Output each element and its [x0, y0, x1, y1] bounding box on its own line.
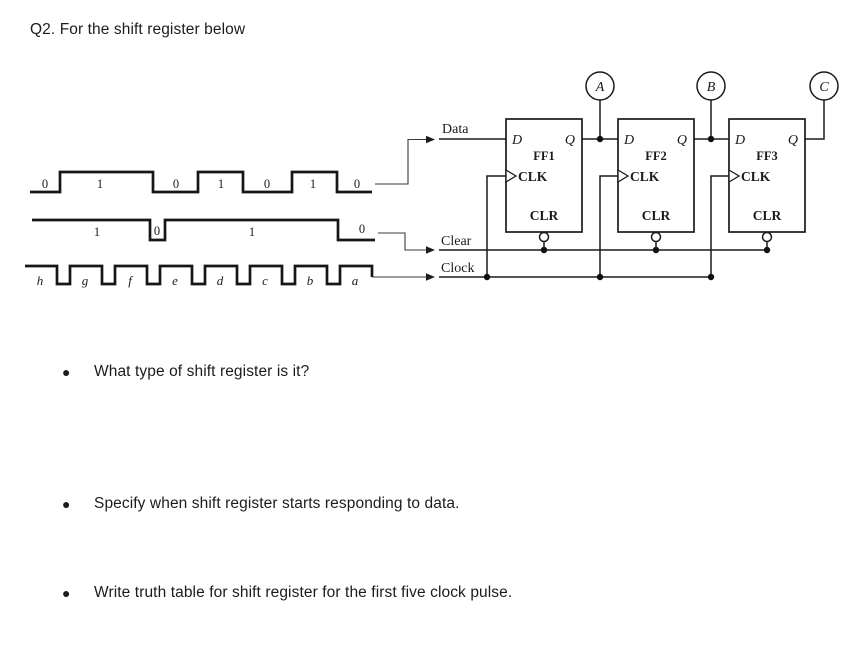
ff3-clk-label: CLK [741, 169, 771, 184]
clock-arrowhead [426, 273, 435, 281]
bullet-dot-icon: ● [62, 364, 71, 380]
ff1-clk-label: CLK [518, 169, 548, 184]
output-c-label: C [819, 80, 829, 95]
clock-pulse-label: g [82, 273, 89, 288]
clock-pulse-label: c [262, 273, 268, 288]
clock-pulse-label: e [172, 273, 178, 288]
ff2-name-label: FF2 [645, 149, 667, 163]
junction-dot [707, 135, 715, 143]
ff1-clr-bubble [538, 231, 550, 243]
data-bit-label: 0 [173, 177, 179, 191]
clear-bit-label: 0 [154, 224, 160, 238]
output-c: C [809, 71, 839, 101]
data-bit-label: 1 [218, 177, 224, 191]
clock-signal-label: Clock [441, 261, 474, 276]
ff2-clr-bubble [650, 231, 662, 243]
ff3-q-label: Q [788, 133, 798, 148]
output-c-circle [809, 71, 839, 101]
question-text-1: What type of shift register is it? [94, 363, 310, 380]
question-bullet-1: ● What type of shift register is it? [62, 363, 309, 382]
ff3-clr-label: CLR [753, 208, 782, 223]
ff2: D Q FF2 CLK CLR [617, 118, 695, 250]
question-text-2: Specify when shift register starts respo… [94, 495, 460, 512]
question-text-3: Write truth table for shift register for… [94, 584, 513, 601]
output-b-label: B [707, 80, 716, 95]
ff2-clock-riser [599, 175, 618, 277]
ff1-clock-triangle-icon [505, 168, 518, 184]
data-bit-label: 0 [354, 177, 360, 191]
output-a-circle [585, 71, 615, 101]
ff2-q-label: Q [677, 133, 687, 148]
clear-waveform [32, 218, 375, 242]
bullet-dot-icon: ● [62, 496, 71, 512]
ff1: D Q FF1 CLK CLR [505, 118, 583, 250]
ff1-q-label: Q [565, 133, 575, 148]
ff1-clr-label: CLR [530, 208, 559, 223]
question-title: Q2. For the shift register below [30, 21, 246, 38]
ff1-clock-riser [486, 175, 506, 277]
junction-dot [763, 246, 771, 254]
output-b-circle [696, 71, 726, 101]
data-bit-label: 1 [310, 177, 316, 191]
junction-dot [483, 273, 491, 281]
clock-pulse-label: a [352, 273, 359, 288]
ff3-name-label: FF3 [756, 149, 778, 163]
data-signal-label: Data [442, 122, 469, 137]
clear-bit-label: 0 [359, 222, 365, 236]
ff2-d-label: D [623, 133, 634, 148]
junction-dot [596, 273, 604, 281]
junction-dot [596, 135, 604, 143]
clear-bit-label: 1 [94, 225, 100, 239]
output-a: A [585, 71, 615, 101]
data-bit-label: 1 [97, 177, 103, 191]
ff3: D Q FF3 CLK CLR [728, 118, 806, 250]
data-bit-label: 0 [264, 177, 270, 191]
clear-arrowhead [426, 246, 435, 254]
data-arrowhead [426, 135, 435, 144]
question-bullet-2: ● Specify when shift register starts res… [62, 495, 460, 514]
data-bit-label: 0 [42, 177, 48, 191]
clock-pulse-label: d [217, 273, 224, 288]
output-c-stem [805, 100, 825, 140]
clear-signal-label: Clear [441, 234, 472, 249]
ff3-d-label: D [734, 133, 745, 148]
ff2-clk-label: CLK [630, 169, 660, 184]
ff1-name-label: FF1 [533, 149, 555, 163]
clock-pulse-label: b [307, 273, 314, 288]
clock-pulse-label: h [37, 273, 44, 288]
ff2-clr-label: CLR [642, 208, 671, 223]
ff3-clock-riser [710, 175, 729, 277]
clock-waveform [25, 264, 374, 286]
clear-bit-label: 1 [249, 225, 255, 239]
ff1-d-label: D [511, 133, 522, 148]
shift-register-figure: 0 1 0 1 0 1 0 1 0 1 0 h g f e d c b a Da… [25, 71, 839, 288]
clear-connector [378, 232, 427, 251]
bullet-dot-icon: ● [62, 585, 71, 601]
output-a-label: A [595, 80, 605, 95]
clock-pulse-label: f [128, 273, 134, 288]
question-bullet-3: ● Write truth table for shift register f… [62, 584, 512, 603]
junction-dot [707, 273, 715, 281]
junction-dot [652, 246, 660, 254]
ff2-clock-triangle-icon [617, 168, 630, 184]
ff3-clock-triangle-icon [728, 168, 741, 184]
ff3-clr-bubble [761, 231, 773, 243]
data-connector [375, 138, 427, 185]
junction-dot [540, 246, 548, 254]
data-waveform [30, 170, 372, 194]
output-b: B [696, 71, 726, 101]
